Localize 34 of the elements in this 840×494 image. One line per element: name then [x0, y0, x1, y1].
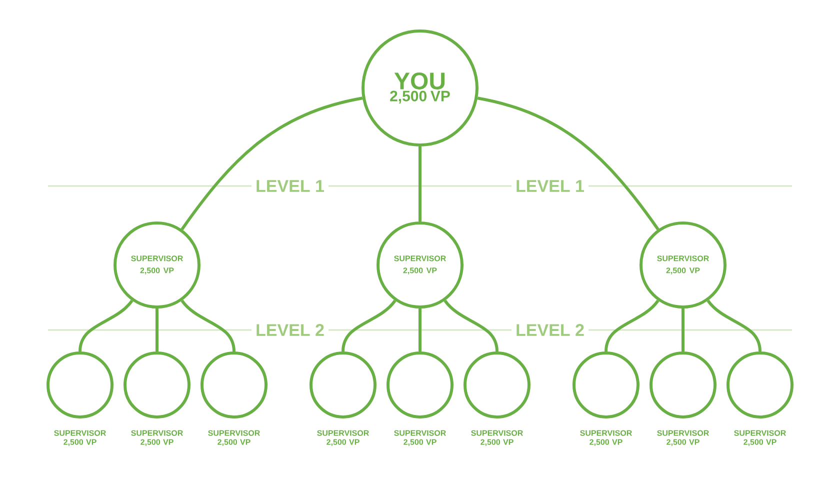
connector-line [477, 96, 660, 230]
connector-line [444, 300, 498, 352]
level-label: LEVEL 1 [252, 176, 328, 196]
connector-line [418, 308, 422, 352]
level-label: LEVEL 1 [512, 176, 588, 196]
node-caption: SUPERVISOR 2,500 VP [471, 430, 523, 446]
empty-circle [464, 352, 530, 418]
connector-line [180, 96, 363, 230]
empty-circle [386, 352, 454, 418]
empty-circle [200, 352, 268, 418]
node-caption: SUPERVISOR 2,500 VP [657, 430, 709, 446]
connector-line [342, 300, 396, 352]
connector-line [180, 300, 236, 352]
node-caption: SUPERVISOR 2,500 VP [131, 430, 183, 446]
connector-line [604, 300, 660, 352]
level-label: LEVEL 2 [252, 320, 328, 340]
connector-line [418, 146, 422, 222]
empty-circle [46, 352, 114, 418]
connector-line [78, 300, 134, 352]
level-label: LEVEL 2 [512, 320, 588, 340]
empty-circle [310, 352, 376, 418]
empty-circle [572, 352, 640, 418]
connector-line [156, 308, 158, 352]
empty-circle [650, 352, 716, 418]
node-caption: SUPERVISOR 2,500 VP [580, 430, 632, 446]
node-caption: SUPERVISOR 2,500 VP [734, 430, 786, 446]
node-caption: SUPERVISOR 2,500 VP [317, 430, 369, 446]
node-caption: SUPERVISOR 2,500 VP [54, 430, 106, 446]
connector-line [706, 300, 762, 352]
empty-circle [124, 352, 190, 418]
node-caption: SUPERVISOR 2,500 VP [394, 430, 446, 446]
connector-line [682, 308, 684, 352]
empty-circle [726, 352, 794, 418]
node-caption: SUPERVISOR 2,500 VP [208, 430, 260, 446]
